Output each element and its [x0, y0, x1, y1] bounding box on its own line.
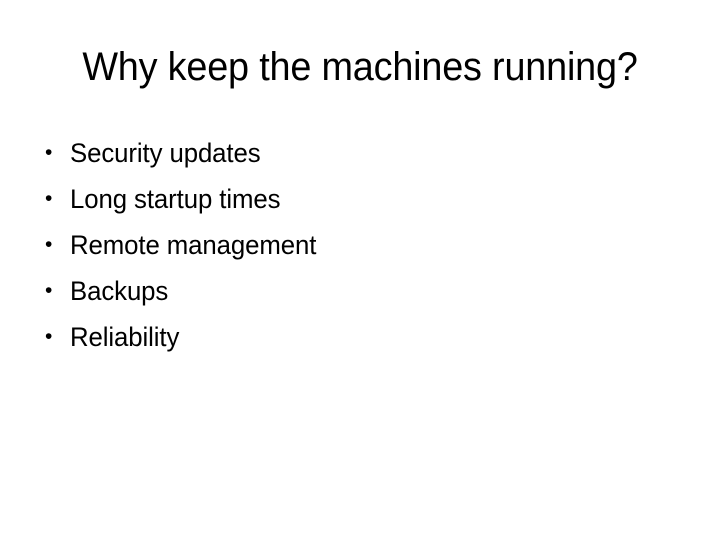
bullet-point-icon: •: [45, 187, 53, 210]
bullet-point-icon: •: [45, 325, 53, 348]
list-item: • Security updates: [42, 130, 662, 176]
list-item-label: Long startup times: [70, 184, 281, 214]
list-item-label: Security updates: [70, 138, 261, 168]
list-item-label: Backups: [70, 276, 169, 306]
list-item: • Backups: [42, 268, 662, 314]
list-item: • Reliability: [42, 314, 662, 360]
bullet-list: • Security updates • Long startup times …: [42, 130, 662, 360]
list-item-label: Remote management: [70, 230, 317, 260]
list-item-label: Reliability: [70, 322, 180, 352]
bullet-point-icon: •: [45, 141, 53, 164]
list-item: • Long startup times: [42, 176, 662, 222]
page-title: Why keep the machines running?: [82, 45, 638, 89]
list-item: • Remote management: [42, 222, 662, 268]
bullet-point-icon: •: [45, 233, 53, 256]
bullet-point-icon: •: [45, 279, 53, 302]
